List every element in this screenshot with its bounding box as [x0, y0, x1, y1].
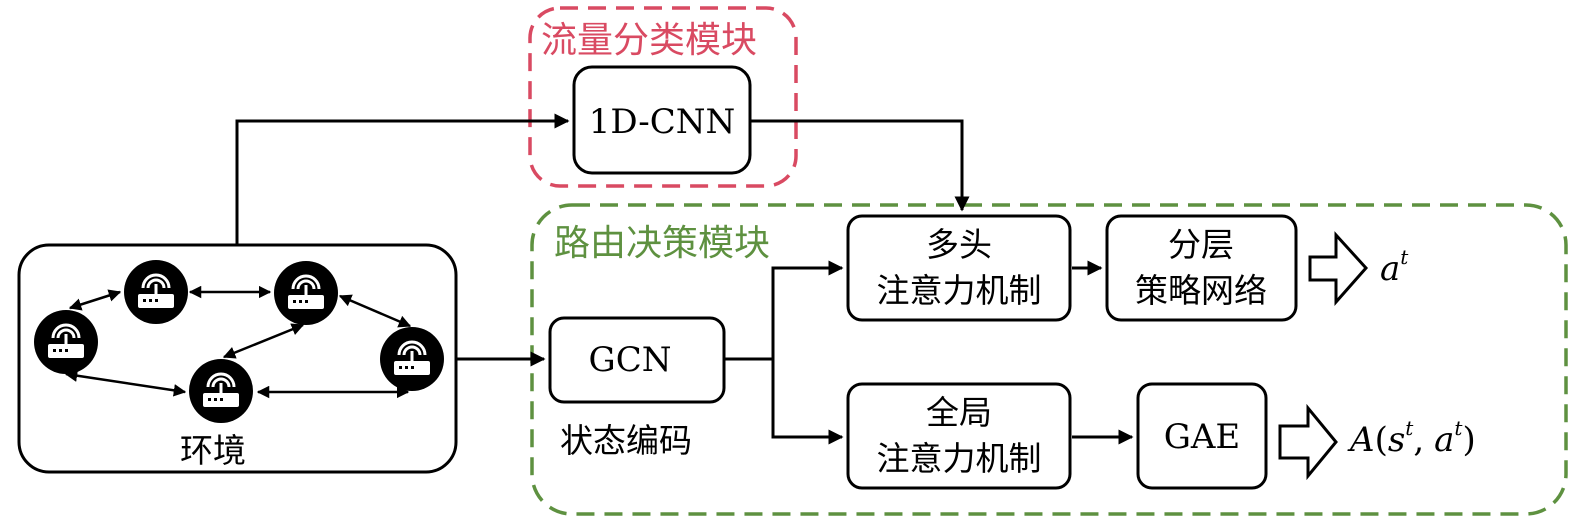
- router-node-1-icon: [32, 308, 100, 376]
- advantage-action: a: [1434, 420, 1454, 460]
- policy-network-block: [1105, 214, 1298, 322]
- routing-group-label: 路由决策模块: [554, 223, 770, 264]
- router-node-4-icon: [187, 357, 255, 425]
- multihead-attention-block: [846, 214, 1072, 322]
- advantage-open-paren: (: [1375, 420, 1388, 460]
- action-output: at: [1380, 245, 1409, 289]
- router-node-2-icon: [122, 258, 190, 326]
- link-r1-r2: [68, 289, 122, 311]
- policy-line2: 策略网络: [1135, 271, 1267, 310]
- link-r1-r4: [64, 369, 187, 397]
- traffic-group-border: [528, 6, 798, 188]
- network-links: [64, 285, 412, 399]
- action-output-arrow-icon: [1308, 231, 1369, 306]
- gcn-block: [548, 316, 726, 404]
- multihead-line1: 多头: [926, 225, 992, 264]
- cnn-block: [572, 65, 752, 175]
- gcn-label: GCN: [589, 340, 672, 380]
- gae-label: GAE: [1164, 417, 1241, 457]
- global-line2: 注意力机制: [877, 439, 1042, 478]
- advantage-func: A: [1347, 420, 1375, 460]
- policy-line1: 分层: [1168, 225, 1234, 264]
- router-node-5-icon: [378, 325, 446, 393]
- advantage-state-sup: t: [1405, 416, 1414, 440]
- wire-cnn-to-multihead: [750, 119, 970, 212]
- cnn-label: 1D-CNN: [589, 102, 736, 142]
- action-superscript: t: [1400, 245, 1409, 269]
- traffic-group-label: 流量分类模块: [541, 20, 757, 61]
- wire-split-to-global: [771, 359, 844, 445]
- action-symbol: a: [1380, 249, 1400, 289]
- global-line1: 全局: [926, 393, 992, 432]
- router-node-3-icon: [272, 259, 340, 327]
- advantage-comma: ,: [1413, 420, 1424, 460]
- advantage-state: s: [1388, 420, 1405, 460]
- link-r3-r5: [338, 294, 412, 328]
- link-r3-r4: [222, 323, 305, 359]
- advantage-action-sup: t: [1454, 416, 1463, 440]
- multihead-line2: 注意力机制: [877, 271, 1042, 310]
- global-attention-block: [846, 382, 1072, 490]
- advantage-close-paren: ): [1462, 420, 1475, 460]
- advantage-output-arrow-icon: [1278, 403, 1338, 481]
- wire-env-to-cnn: [235, 113, 570, 245]
- wire-split-to-multihead: [771, 260, 844, 359]
- gae-block: [1136, 382, 1268, 490]
- advantage-output: A(st,at): [1347, 416, 1476, 460]
- gcn-caption: 状态编码: [560, 421, 692, 460]
- environment-label: 环境: [180, 431, 246, 470]
